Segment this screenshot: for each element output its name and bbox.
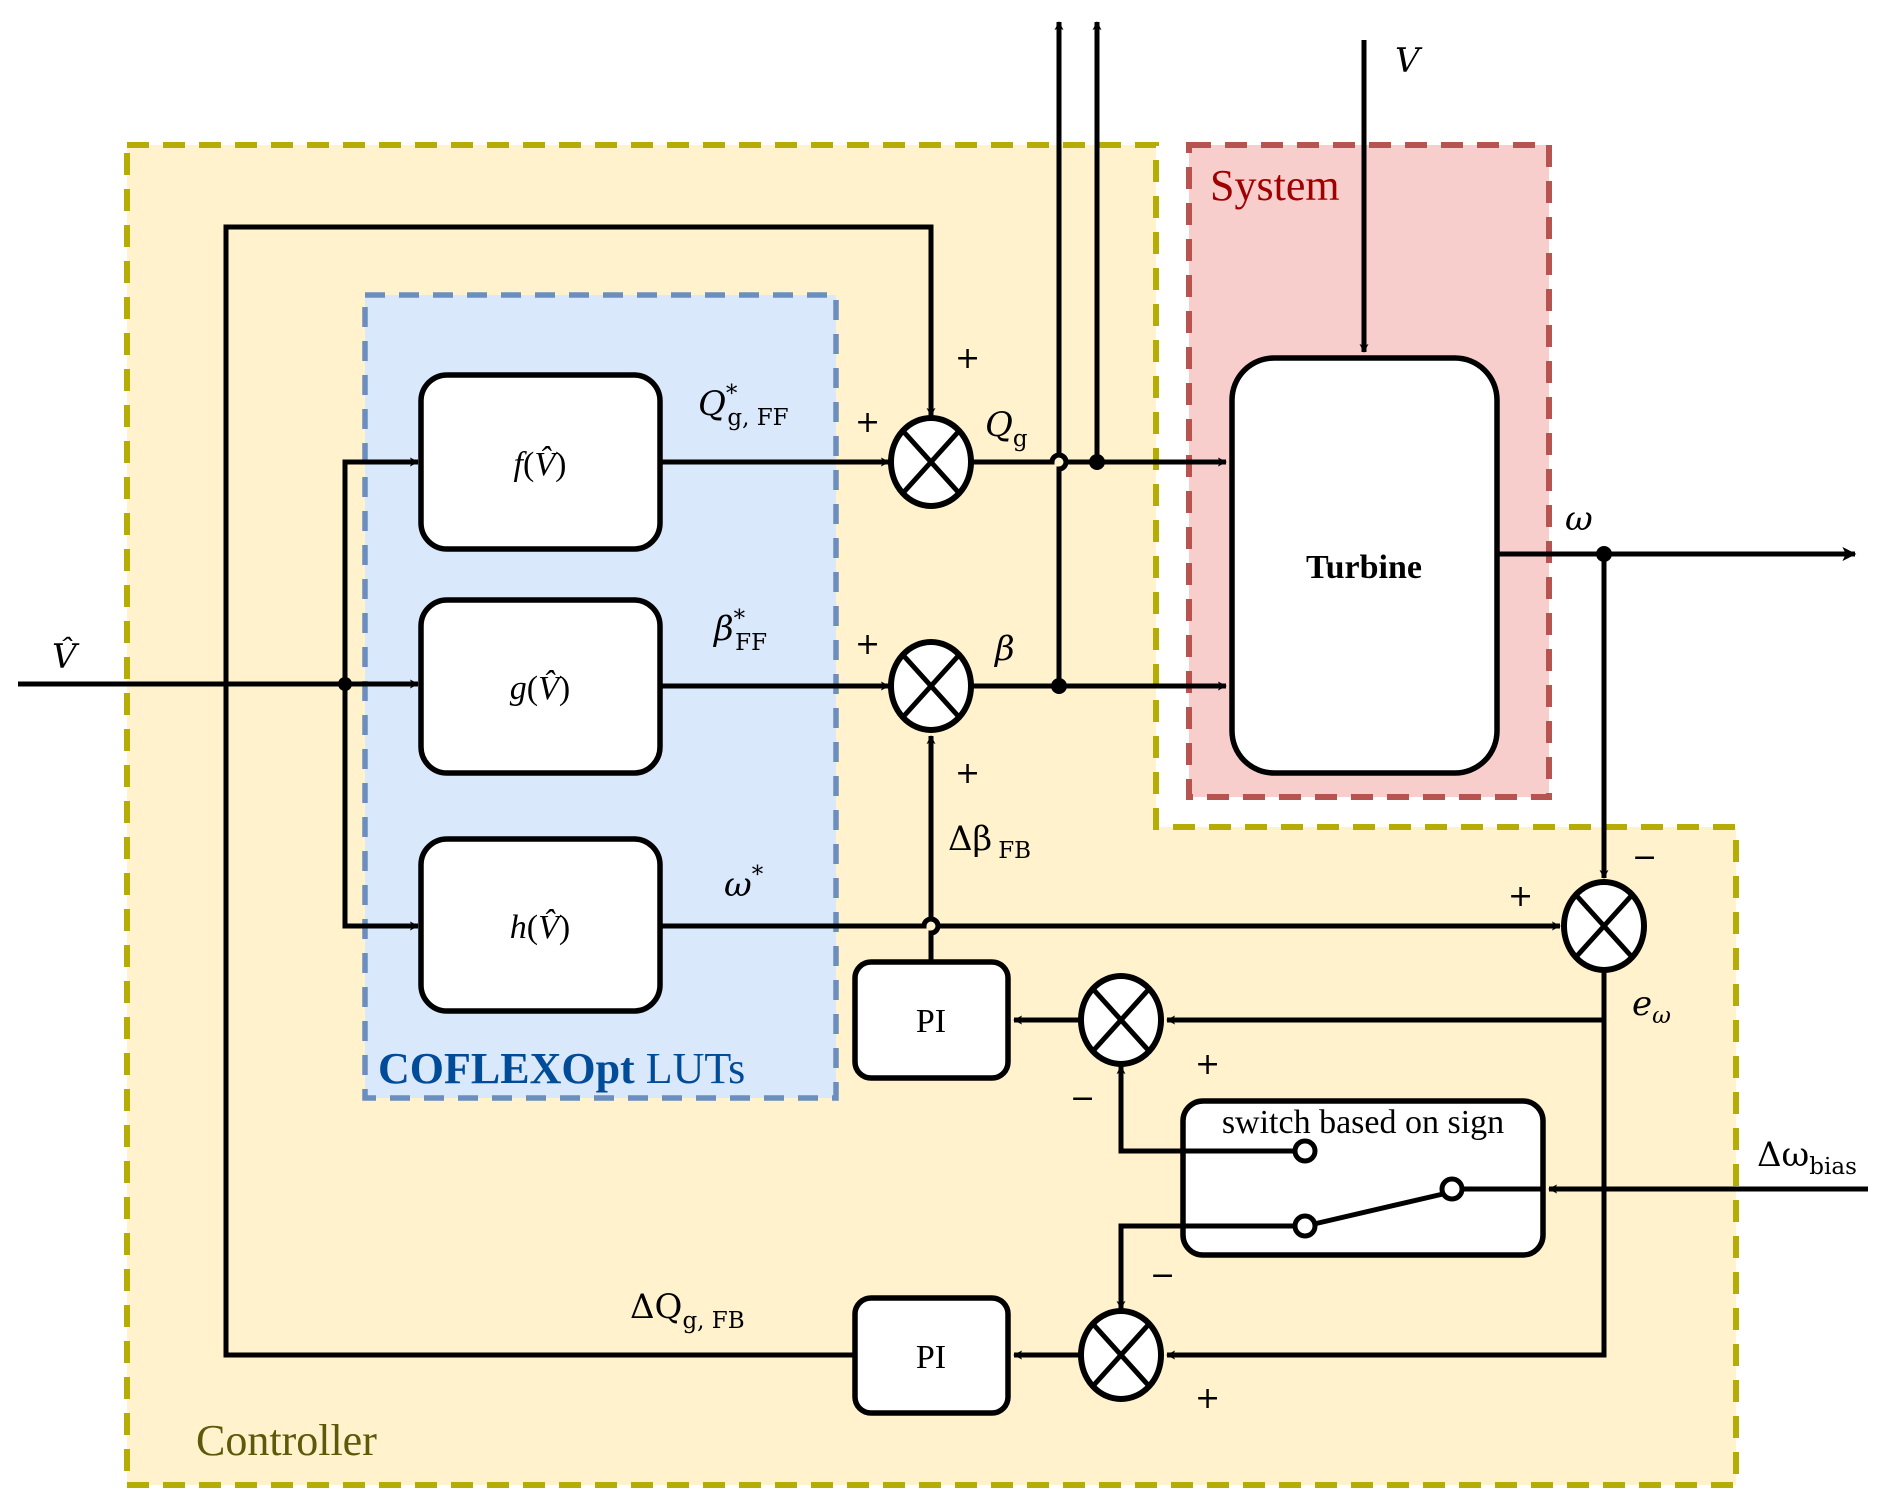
beta-label: β [993,629,1015,669]
sum-beta-junction [888,639,974,733]
sign-sum-fb2-top: − [1150,1258,1175,1293]
e-omega-wire [1166,970,1607,1360]
delta-q-fb-label: ΔQg, FB [630,1287,745,1334]
sum-q-junction [888,415,974,509]
controller-label: Controller [196,1416,377,1465]
delta-beta-fb-wire [926,735,941,962]
svg-text:f(V̂): f(V̂) [514,445,567,483]
switch-upper-terminal [1292,1138,1318,1164]
sign-sum-q-left: + [855,405,880,440]
beta-output-up-wire [1054,21,1069,686]
sign-sum-fb1-right: + [1195,1047,1220,1082]
pi-q-block[interactable]: PI [852,1295,1011,1416]
svg-text:switch based on sign: switch based on sign [1222,1104,1504,1141]
sum-fb2-junction [1078,1308,1164,1402]
omega-label: ω [1565,499,1593,539]
svg-text:PI: PI [916,1339,946,1376]
sign-sum-fb2-right: + [1195,1381,1220,1416]
svg-text:h(V̂): h(V̂) [510,908,570,946]
f-block[interactable]: f(V̂) [418,372,663,552]
omega-star-label: ω* [724,862,764,905]
sign-sum-beta-left: + [855,627,880,662]
switch-lower-to-fb2-wire [1116,1223,1295,1310]
e-omega-label: eω [1632,984,1671,1029]
sign-switch-block[interactable]: switch based on sign [1180,1098,1546,1258]
svg-text:g(V̂): g(V̂) [510,669,570,707]
sign-sum-omega-left: + [1508,879,1533,914]
vhat-to-h-wire [342,684,419,931]
sum-omega-error-junction [1561,879,1647,973]
luts-label: COFLEXOpt LUTs [378,1044,745,1093]
svg-text:Turbine: Turbine [1306,549,1422,586]
qff-label: Q*g, FF [698,381,789,431]
sign-sum-q-top: + [955,341,980,376]
vhat-to-f-wire [342,457,419,684]
vhat-label: V̂ [52,636,80,677]
switch-upper-to-fb1-wire [1116,1065,1295,1154]
sign-sum-fb1-bottom: − [1070,1081,1095,1116]
system-label: System [1210,161,1340,210]
g-block[interactable]: g(V̂) [418,597,663,776]
sign-sum-beta-bottom: + [955,756,980,791]
svg-text:PI: PI [916,1003,946,1040]
v-label: V [1395,41,1423,81]
switch-pivot-terminal [1439,1176,1465,1202]
betaff-label: β*FF [712,606,767,656]
h-block[interactable]: h(V̂) [418,836,663,1014]
delta-omega-bias-label: Δωbias [1757,1135,1857,1180]
qg-label: Qg [985,405,1028,452]
sign-sum-omega-top: − [1632,840,1657,875]
sum-fb1-junction [1078,973,1164,1067]
delta-q-feedback-wire [223,224,936,1358]
turbine-block[interactable]: Turbine [1229,355,1500,776]
pi-beta-block[interactable]: PI [852,959,1011,1081]
switch-lower-terminal [1292,1213,1318,1239]
